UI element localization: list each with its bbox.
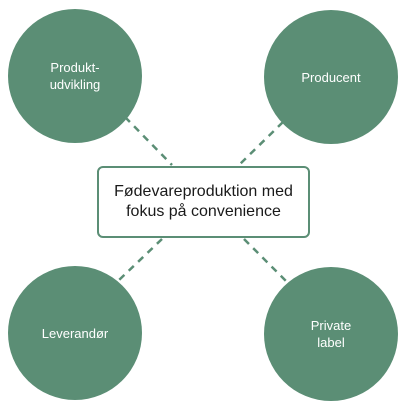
center-topic-label: Fødevareproduktion med fokus på convenie… [114,183,293,220]
connector-bottom-left [117,238,163,282]
node-private-label-label: Private label [310,318,352,350]
node-leverandor: Leverandør [8,266,142,400]
connector-top-right [238,121,284,166]
connector-bottom-right [243,238,291,286]
center-topic-box: Fødevareproduktion med fokus på convenie… [97,166,310,238]
node-producent: Producent [264,10,398,144]
node-private-label: Private label [264,267,398,401]
connector-top-left [124,116,173,166]
node-produktudvikling: Produkt- udvikling [8,9,142,143]
node-leverandor-label: Leverandør [41,325,109,341]
node-produktudvikling-label: Produkt- udvikling [49,60,101,92]
node-producent-label: Producent [301,69,361,85]
